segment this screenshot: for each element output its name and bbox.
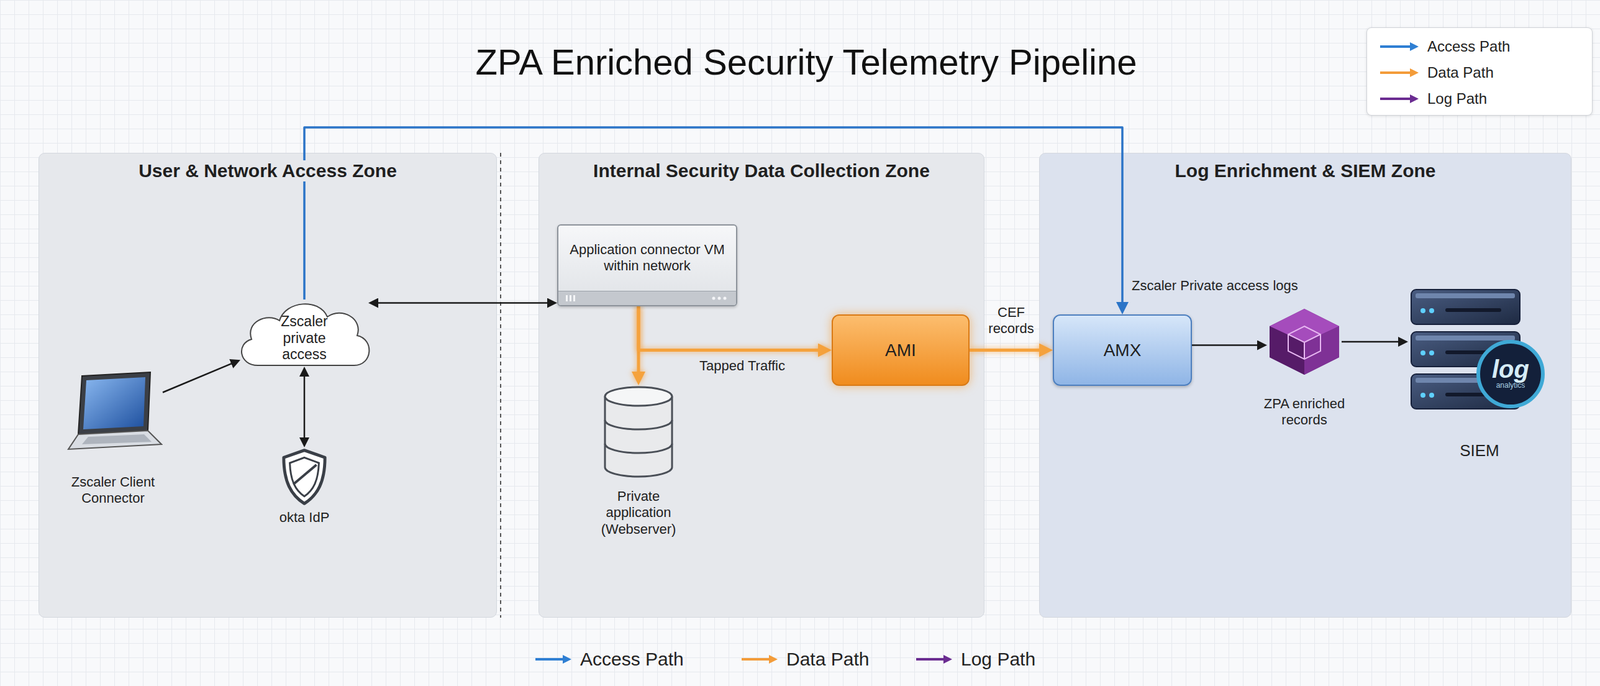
database-node: Private application (Webserver): [596, 385, 681, 547]
process-box: AMX: [1052, 314, 1192, 386]
laptop-icon: [63, 369, 163, 457]
legend-entry: Access Path: [1380, 36, 1510, 57]
legend-swatch: [741, 652, 778, 666]
heading-holder: User & Network Access Zone: [38, 160, 497, 182]
legend-swatch: [1380, 66, 1419, 79]
cloud-node: Zscaler private access: [232, 290, 376, 376]
legend-line: [1380, 97, 1412, 100]
connector: [638, 306, 821, 351]
edge-label: Tapped Traffic: [699, 357, 786, 374]
badge-text: analytics: [1478, 381, 1543, 390]
legend-arrow-head: [1409, 68, 1419, 78]
edge-label: CEF records: [980, 304, 1043, 338]
legend-arrow-head: [768, 654, 778, 664]
zone-heading: Internal Security Data Collection Zone: [586, 160, 937, 182]
connector: [1191, 344, 1260, 346]
icon-label: SIEM: [1404, 440, 1555, 461]
vm-bar-dot: [718, 296, 722, 300]
process-box: AMI: [831, 314, 970, 386]
legend-arrow-head: [1409, 42, 1419, 51]
diagram-title: ZPA Enriched Security Telemetry Pipeline: [475, 40, 1138, 83]
connector: [969, 348, 1042, 352]
zone-panel: User & Network Access ZoneZscaler privat…: [38, 152, 497, 618]
zone-heading: Log Enrichment & SIEM Zone: [1168, 160, 1442, 182]
legend-entry: Log Path: [916, 647, 1036, 671]
zone-divider: [500, 152, 502, 618]
connector: [376, 301, 550, 304]
box-label: Application connector VM within network: [567, 241, 728, 275]
edge-label: Zscaler Private access logs: [1131, 277, 1299, 294]
heading-holder: Log Enrichment & SIEM Zone: [1039, 160, 1572, 182]
vm-box: Application connector VM within network: [557, 224, 738, 307]
client-device: Zscaler Client Connector: [57, 369, 169, 519]
legend-arrow-head: [943, 654, 953, 664]
icon-label: okta IdP: [267, 509, 342, 526]
connector: [1341, 340, 1400, 343]
connector: [162, 362, 233, 392]
idp-node: okta IdP: [267, 447, 342, 532]
legend-line: [1380, 71, 1412, 74]
legend-entry: Data Path: [1380, 62, 1494, 83]
connector: [303, 374, 306, 440]
vm-bar-tick: [569, 295, 572, 302]
cloud-label: Zscaler private access: [267, 313, 341, 363]
vm-bar-dot: [723, 296, 727, 300]
legend-text: Data Path: [786, 648, 869, 670]
edge-label-holder: Zscaler Private access logs: [1131, 277, 1299, 294]
edge-label-holder: Tapped Traffic: [661, 357, 823, 374]
vm-bar-dot: [712, 296, 716, 300]
vm-status-bar: [558, 290, 737, 305]
cube-icon: [1267, 307, 1342, 376]
icon-label: Private application (Webserver): [596, 488, 681, 538]
badge-text-holder: loganalytics: [1478, 356, 1543, 390]
icon-label: ZPA enriched records: [1251, 395, 1358, 429]
shield-icon: [280, 447, 329, 507]
legend-line: [916, 657, 945, 661]
db-icon: [602, 385, 675, 479]
siem-node: SIEM: [1404, 280, 1555, 468]
icon-label: Zscaler Client Connector: [57, 473, 169, 507]
vm-bar-marks: [558, 291, 737, 305]
legend-arrow-head: [1409, 94, 1419, 104]
heading-holder: Internal Security Data Collection Zone: [538, 160, 985, 182]
legend-swatch: [916, 652, 953, 666]
legend-text: Data Path: [1427, 63, 1494, 82]
siem-icon: [1408, 280, 1548, 421]
legend-text: Log Path: [960, 648, 1036, 670]
legend-swatch: [535, 652, 572, 666]
legend-swatch: [1380, 40, 1419, 53]
legend-entry: Data Path: [741, 647, 869, 671]
legend-entry: Log Path: [1380, 88, 1487, 109]
box-label: AMX: [1103, 339, 1142, 361]
zone-panel: Log Enrichment & SIEM ZoneAMX ZPA enriche…: [1039, 152, 1572, 618]
legend-swatch: [1380, 92, 1419, 105]
legend-text: Access Path: [580, 648, 684, 670]
legend-text: Access Path: [1427, 37, 1510, 56]
vm-bar-tick: [565, 295, 568, 302]
legend-text: Log Path: [1427, 90, 1487, 108]
legend-arrow-head: [562, 654, 572, 664]
records-node: ZPA enriched records: [1236, 307, 1373, 432]
title-holder: ZPA Enriched Security Telemetry Pipeline: [6, 40, 1600, 83]
zone-panel: Internal Security Data Collection ZoneAp…: [538, 152, 985, 618]
box-label: AMI: [885, 339, 917, 361]
legend-line: [1380, 45, 1412, 48]
badge-text: log: [1478, 356, 1543, 382]
zone-heading: User & Network Access Zone: [132, 160, 404, 182]
vm-bar-tick: [573, 295, 576, 302]
legend-line: [741, 657, 771, 661]
cloud-text-holder: Zscaler private access: [232, 290, 376, 376]
legend-entry: Access Path: [535, 647, 684, 671]
edge-label-holder: CEF records: [980, 304, 1043, 338]
legend-line: [535, 657, 564, 661]
